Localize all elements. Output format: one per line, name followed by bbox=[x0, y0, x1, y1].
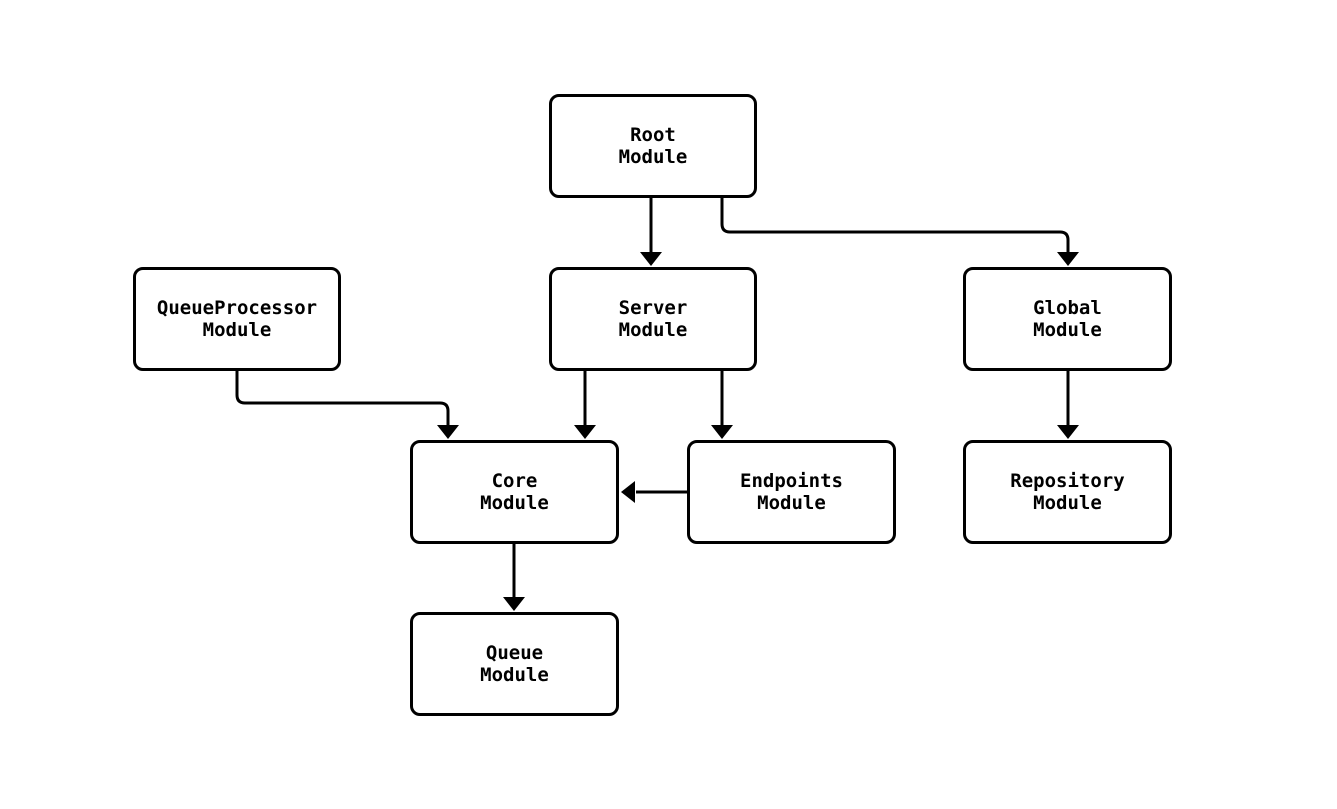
node-queue-module: Queue Module bbox=[410, 612, 619, 716]
edge-root-to-global bbox=[720, 198, 1070, 253]
edge-queueprocessor-to-core bbox=[235, 371, 450, 426]
arrowhead-server-to-endpoints bbox=[711, 425, 733, 439]
node-server-module-label: Server Module bbox=[618, 297, 688, 341]
node-global-module: Global Module bbox=[963, 267, 1172, 371]
node-root-module-label: Root Module bbox=[618, 124, 688, 168]
arrowhead-root-to-global bbox=[1057, 252, 1079, 266]
arrowhead-root-to-server bbox=[640, 252, 662, 266]
node-endpoints-module-label: Endpoints Module bbox=[740, 470, 843, 514]
arrowhead-server-to-core bbox=[574, 425, 596, 439]
node-global-module-label: Global Module bbox=[1033, 297, 1102, 341]
node-queueprocessor-module: QueueProcessor Module bbox=[133, 267, 341, 371]
arrowhead-global-to-repository bbox=[1057, 425, 1079, 439]
node-root-module: Root Module bbox=[549, 94, 757, 198]
node-endpoints-module: Endpoints Module bbox=[687, 440, 896, 544]
node-queue-module-label: Queue Module bbox=[480, 642, 549, 686]
arrowhead-core-to-queue bbox=[503, 597, 525, 611]
node-queueprocessor-module-label: QueueProcessor Module bbox=[156, 297, 318, 341]
node-repository-module: Repository Module bbox=[963, 440, 1172, 544]
node-server-module: Server Module bbox=[549, 267, 757, 371]
node-repository-module-label: Repository Module bbox=[1010, 470, 1125, 514]
node-core-module: Core Module bbox=[410, 440, 619, 544]
node-core-module-label: Core Module bbox=[480, 470, 549, 514]
arrowhead-queueprocessor-to-core bbox=[437, 425, 459, 439]
arrowhead-endpoints-to-core bbox=[621, 481, 635, 503]
